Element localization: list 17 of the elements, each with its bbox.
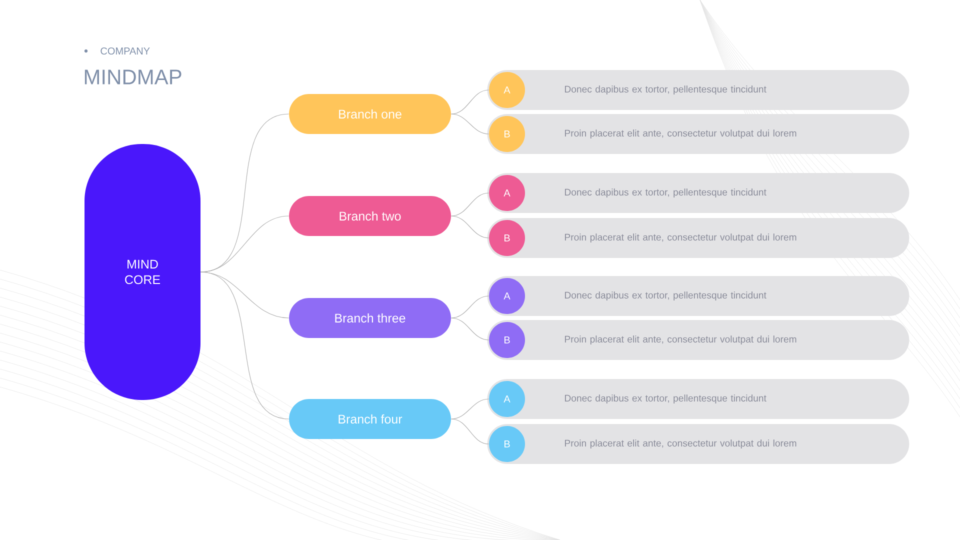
connector xyxy=(450,398,490,420)
connector xyxy=(450,216,490,238)
subtitle: COMPANY xyxy=(100,47,150,55)
connector xyxy=(450,296,490,318)
connector xyxy=(200,272,290,420)
branch-pill: Branch two xyxy=(289,196,451,236)
connector xyxy=(450,318,490,340)
branch-pill: Branch three xyxy=(289,298,451,338)
branch-pill: Branch four xyxy=(289,399,451,439)
branch-pill: Branch one xyxy=(289,94,451,134)
connector xyxy=(200,216,290,272)
title: MINDMAP xyxy=(84,70,182,84)
connector xyxy=(450,90,490,114)
core-pill: MIND CORE xyxy=(84,144,200,400)
connector xyxy=(450,114,490,134)
connector xyxy=(450,192,490,216)
connector xyxy=(450,418,490,444)
